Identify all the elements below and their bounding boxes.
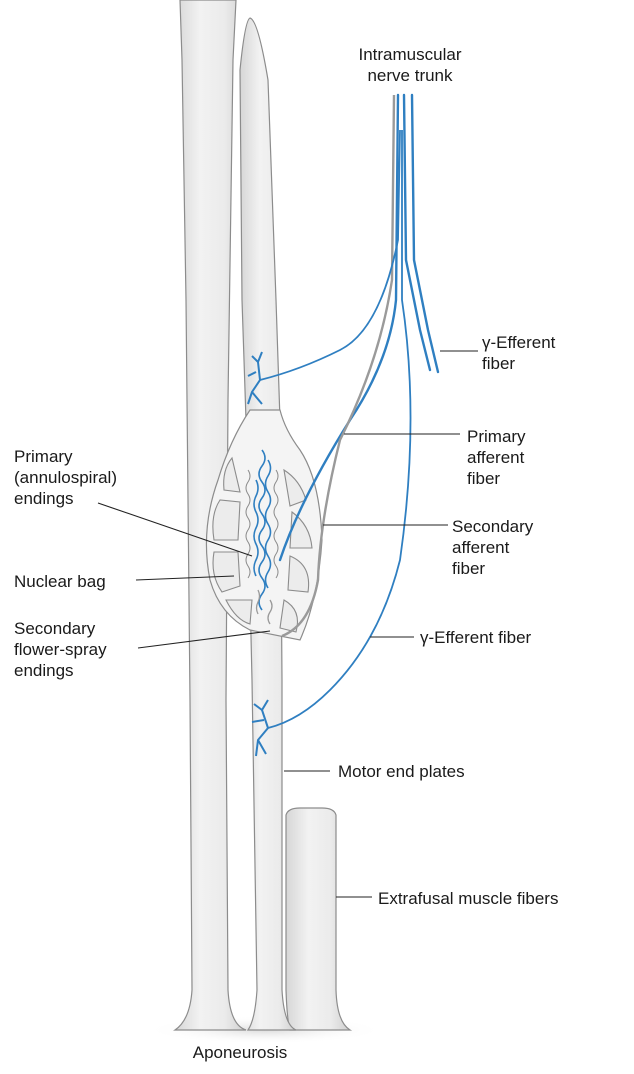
- label-secondary-afferent: Secondary afferent fiber: [452, 516, 533, 579]
- label-motor-end-plates: Motor end plates: [338, 761, 465, 782]
- label-gamma-efferent-upper: γ-Efferent fiber: [482, 332, 555, 374]
- label-nuclear-bag: Nuclear bag: [14, 571, 106, 592]
- label-extrafusal: Extrafusal muscle fibers: [378, 888, 558, 909]
- label-gamma-efferent-lower: γ-Efferent fiber: [420, 627, 531, 648]
- label-secondary-endings: Secondary flower-spray endings: [14, 618, 107, 681]
- label-primary-afferent: Primary afferent fiber: [467, 426, 526, 489]
- extrafusal-fiber-right: [286, 808, 350, 1030]
- label-nerve-trunk: Intramuscular nerve trunk: [330, 44, 490, 86]
- label-aponeurosis: Aponeurosis: [180, 1042, 300, 1063]
- label-primary-endings: Primary (annulospiral) endings: [14, 446, 117, 509]
